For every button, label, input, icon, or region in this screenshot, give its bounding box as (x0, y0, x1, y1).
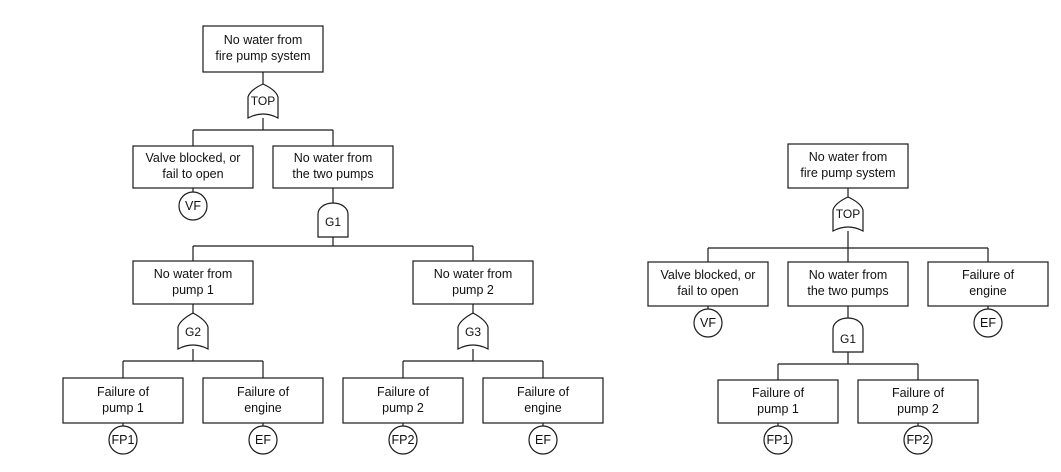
failure-pump1-box: Failure of pump 1 (62, 377, 184, 424)
g3-label: G3 (465, 325, 481, 339)
failure-engine-b-line1: Failure of (517, 385, 570, 399)
failure-pump1-line1: Failure of (97, 385, 150, 399)
failure-pump2-line2: pump 2 (382, 401, 424, 415)
failure-pump2-line1: Failure of (377, 385, 430, 399)
two-pumps-line1: No water from (294, 151, 373, 165)
right-engine-box: Failure of engine (927, 261, 1049, 307)
right-vf-label: VF (700, 316, 716, 330)
pump2-line2: pump 2 (452, 283, 494, 297)
right-valve-line1: Valve blocked, or (661, 268, 756, 282)
two-pumps-line2: the two pumps (292, 167, 373, 181)
top-gate-label: TOP (251, 94, 275, 108)
top-event-line2: fire pump system (215, 49, 310, 63)
right-g1-and-gate: G1 (832, 317, 864, 353)
fp1-label: FP1 (112, 433, 135, 447)
failure-pump1-line2: pump 1 (102, 401, 144, 415)
right-top-gate-label: TOP (836, 207, 860, 221)
right-fp1-label: FP1 (767, 433, 790, 447)
right-top-event-line1: No water from (809, 150, 888, 164)
failure-engine-b-line2: engine (524, 401, 562, 415)
top-or-gate: TOP (247, 83, 279, 119)
right-valve-line2: fail to open (677, 284, 738, 298)
right-ef-label: EF (980, 316, 996, 330)
right-connectors (707, 188, 989, 426)
vf-label: VF (185, 199, 201, 213)
fp2-label: FP2 (392, 433, 415, 447)
g3-or-gate: G3 (457, 312, 489, 350)
no-water-pump1-box: No water from pump 1 (132, 260, 254, 305)
right-top-or-gate: TOP (832, 196, 864, 232)
two-pumps-box: No water from the two pumps (272, 145, 394, 189)
right-valve-blocked-box: Valve blocked, or fail to open (647, 261, 769, 307)
top-event-box: No water from fire pump system (202, 25, 324, 73)
right-basic-event-vf: VF (693, 308, 723, 338)
right-failure-pump2-box: Failure of pump 2 (857, 379, 979, 424)
g2-label: G2 (185, 325, 201, 339)
right-top-event-box: No water from fire pump system (787, 143, 909, 189)
no-water-pump2-box: No water from pump 2 (412, 260, 534, 305)
right-engine-line1: Failure of (962, 268, 1015, 282)
g1-and-gate: G1 (317, 202, 349, 238)
right-two-pumps-line2: the two pumps (807, 284, 888, 298)
right-basic-event-ef: EF (973, 308, 1003, 338)
right-fault-tree: No water from fire pump system TOP Valve… (647, 143, 1049, 455)
g1-label: G1 (325, 215, 341, 229)
top-event-line1: No water from (224, 33, 303, 47)
right-basic-event-fp2: FP2 (903, 425, 933, 455)
pump1-line2: pump 1 (172, 283, 214, 297)
right-basic-event-fp1: FP1 (763, 425, 793, 455)
left-fault-tree: No water from fire pump system TOP Valve… (62, 25, 604, 455)
right-fp2-label: FP2 (907, 433, 930, 447)
failure-pump2-box: Failure of pump 2 (342, 377, 464, 424)
valve-blocked-line1: Valve blocked, or (146, 151, 241, 165)
left-connectors (122, 72, 544, 426)
failure-engine-a-line1: Failure of (237, 385, 290, 399)
right-failure-pump2-line2: pump 2 (897, 402, 939, 416)
right-failure-pump1-line2: pump 1 (757, 402, 799, 416)
basic-event-fp1: FP1 (108, 425, 138, 455)
right-failure-pump1-line1: Failure of (752, 386, 805, 400)
failure-engine-a-line2: engine (244, 401, 282, 415)
basic-event-ef-a: EF (248, 425, 278, 455)
pump1-line1: No water from (154, 267, 233, 281)
failure-engine-box-a: Failure of engine (202, 377, 324, 424)
failure-engine-box-b: Failure of engine (482, 377, 604, 424)
right-failure-pump2-line1: Failure of (892, 386, 945, 400)
right-two-pumps-box: No water from the two pumps (787, 261, 909, 307)
valve-blocked-box: Valve blocked, or fail to open (132, 145, 254, 189)
right-failure-pump1-box: Failure of pump 1 (717, 379, 839, 424)
ef-a-label: EF (255, 433, 271, 447)
basic-event-vf: VF (178, 191, 208, 221)
right-top-event-line2: fire pump system (800, 166, 895, 180)
ef-b-label: EF (535, 433, 551, 447)
pump2-line1: No water from (434, 267, 513, 281)
right-engine-line2: engine (969, 284, 1007, 298)
basic-event-fp2: FP2 (388, 425, 418, 455)
valve-blocked-line2: fail to open (162, 167, 223, 181)
basic-event-ef-b: EF (528, 425, 558, 455)
g2-or-gate: G2 (177, 312, 209, 350)
right-two-pumps-line1: No water from (809, 268, 888, 282)
right-g1-label: G1 (840, 332, 856, 346)
